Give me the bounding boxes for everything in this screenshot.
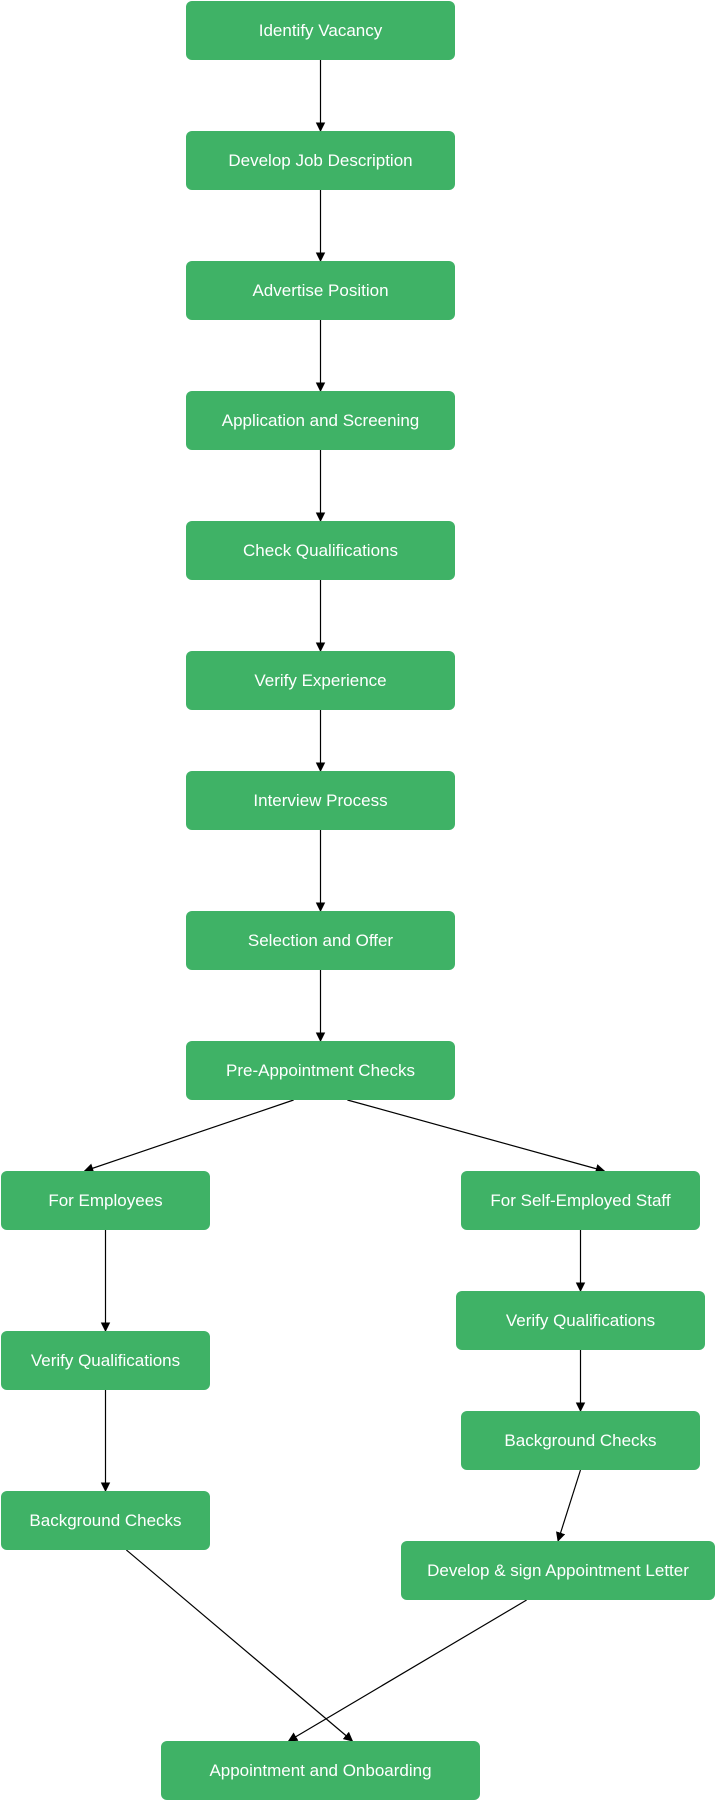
connector-pre_appointment_checks-to-for_employees: [83, 1099, 294, 1173]
connector-emp_background_checks-to-appointment_onboarding: [126, 1549, 354, 1742]
node-label: Develop Job Description: [228, 150, 413, 170]
node-label: For Employees: [48, 1190, 163, 1210]
connector-develop_sign_letter-to-appointment_onboarding: [287, 1599, 527, 1742]
connector-se_background_checks-to-develop_sign_letter: [556, 1469, 582, 1542]
node-develop-sign-appointment-letter: Develop & sign Appointment Letter: [401, 1541, 715, 1600]
node-label: Pre-Appointment Checks: [226, 1060, 415, 1080]
node-develop-job-description: Develop Job Description: [186, 131, 455, 190]
node-label: Application and Screening: [221, 410, 420, 430]
node-self-employed-verify-qualifications: Verify Qualifications: [456, 1291, 705, 1350]
node-pre-appointment-checks: Pre-Appointment Checks: [186, 1041, 455, 1100]
node-appointment-onboarding: Appointment and Onboarding: [161, 1741, 480, 1800]
node-label: For Self-Employed Staff: [490, 1190, 671, 1210]
node-label: Verify Qualifications: [505, 1310, 656, 1330]
node-label: Advertise Position: [252, 280, 389, 300]
node-label: Verify Experience: [254, 670, 387, 690]
node-interview-process: Interview Process: [186, 771, 455, 830]
node-label: Appointment and Onboarding: [209, 1760, 432, 1780]
node-label: Verify Qualifications: [30, 1350, 181, 1370]
node-self-employed-background-checks: Background Checks: [461, 1411, 700, 1470]
node-application-screening: Application and Screening: [186, 391, 455, 450]
node-label: Background Checks: [504, 1430, 657, 1450]
node-label: Selection and Offer: [247, 930, 394, 950]
connector-pre_appointment_checks-to-for_self_employed: [347, 1099, 606, 1174]
node-employee-verify-qualifications: Verify Qualifications: [1, 1331, 210, 1390]
node-for-employees: For Employees: [1, 1171, 210, 1230]
node-label: Interview Process: [253, 790, 388, 810]
node-for-self-employed-staff: For Self-Employed Staff: [461, 1171, 700, 1230]
node-label: Identify Vacancy: [258, 20, 383, 40]
node-employee-background-checks: Background Checks: [1, 1491, 210, 1550]
node-identify-vacancy: Identify Vacancy: [186, 1, 455, 60]
node-advertise-position: Advertise Position: [186, 261, 455, 320]
node-label: Develop & sign Appointment Letter: [427, 1560, 689, 1580]
node-selection-offer: Selection and Offer: [186, 911, 455, 970]
node-check-qualifications: Check Qualifications: [186, 521, 455, 580]
node-label: Background Checks: [29, 1510, 182, 1530]
node-label: Check Qualifications: [243, 540, 398, 560]
node-verify-experience: Verify Experience: [186, 651, 455, 710]
